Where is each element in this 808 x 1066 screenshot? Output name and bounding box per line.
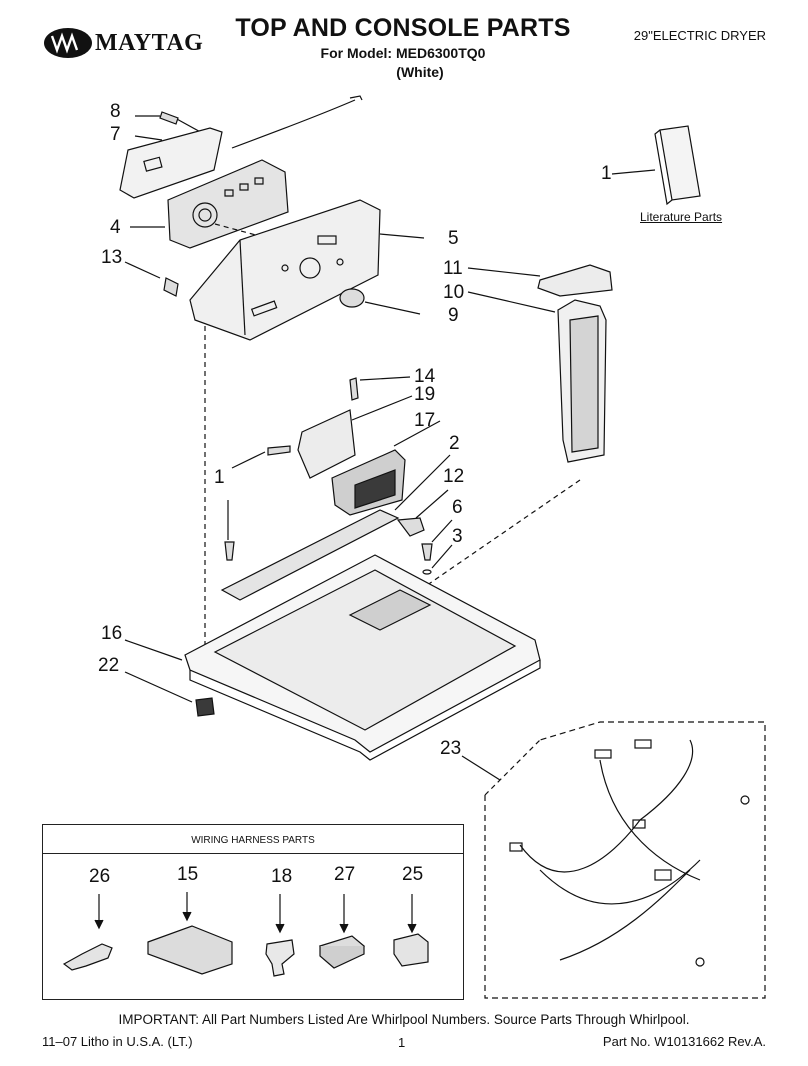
mounting-bracket — [297, 395, 413, 479]
screw-13 — [124, 261, 179, 297]
divider — [42, 853, 464, 854]
callout-12: 12 — [443, 466, 465, 487]
maytag-logo — [44, 28, 92, 58]
callout-10: 10 — [443, 282, 465, 303]
callout-11: 11 — [443, 258, 463, 279]
callout-1-literature: 1 — [601, 163, 612, 184]
product-type: 29"ELECTRIC DRYER — [633, 28, 766, 43]
callout-9: 9 — [448, 305, 459, 326]
wiring-harness-parts-title: WIRING HARNESS PARTS — [191, 835, 315, 846]
page-title: TOP AND CONSOLE PARTS — [235, 14, 571, 42]
literature-packet — [611, 125, 701, 206]
document-part-number: Part No. W10131662 Rev.A. — [602, 1034, 766, 1049]
screw-8 — [135, 111, 179, 125]
foot — [124, 671, 215, 717]
lint-screen — [467, 291, 607, 463]
control-board — [130, 159, 289, 249]
screw-side — [224, 500, 235, 561]
console — [189, 199, 425, 341]
harness-item-25: 25 — [402, 864, 424, 885]
lint-cover — [467, 264, 613, 297]
harness-parts-drawings — [62, 892, 429, 977]
callout-3: 3 — [452, 526, 463, 547]
callout-4: 4 — [110, 217, 121, 238]
page-number: 1 — [398, 1035, 406, 1050]
callout-6: 6 — [452, 497, 463, 518]
brand-name: MAYTAG — [95, 30, 204, 56]
callout-23: 23 — [440, 738, 462, 759]
important-note: IMPORTANT: All Part Numbers Listed Are W… — [118, 1012, 690, 1027]
callout-7: 7 — [110, 124, 121, 145]
knob — [339, 288, 421, 315]
callout-14: 14 — [414, 366, 436, 387]
top-panel — [124, 554, 541, 761]
callout-13: 13 — [101, 247, 123, 268]
callout-22: 22 — [98, 655, 120, 676]
screw-1 — [231, 445, 291, 469]
litho-note: 11–07 Litho in U.S.A. (LT.) — [42, 1034, 193, 1049]
harness-item-15: 15 — [177, 864, 199, 885]
wiring-harness — [461, 721, 766, 999]
harness-item-18: 18 — [271, 866, 293, 887]
electronic-module — [331, 420, 441, 516]
harness-item-26: 26 — [89, 866, 111, 887]
screw-14 — [349, 376, 411, 401]
harness-item-27: 27 — [334, 864, 356, 885]
callout-2: 2 — [449, 433, 460, 454]
callout-1-screw: 1 — [214, 467, 225, 488]
console-bracket — [119, 127, 223, 199]
screw-6 — [421, 519, 453, 561]
wiring-harness-parts-box — [42, 824, 464, 1000]
color-variant: (White) — [396, 64, 444, 80]
literature-parts-label: Literature Parts — [640, 210, 723, 224]
clip-12 — [396, 489, 449, 537]
callout-19: 19 — [414, 384, 436, 405]
callout-8: 8 — [110, 101, 121, 122]
callout-17: 17 — [414, 410, 436, 431]
callout-16: 16 — [101, 623, 123, 644]
callout-5: 5 — [448, 228, 459, 249]
hinge-strip — [220, 454, 451, 601]
washer-3 — [422, 544, 453, 575]
model-line: For Model: MED6300TQ0 — [320, 45, 486, 61]
